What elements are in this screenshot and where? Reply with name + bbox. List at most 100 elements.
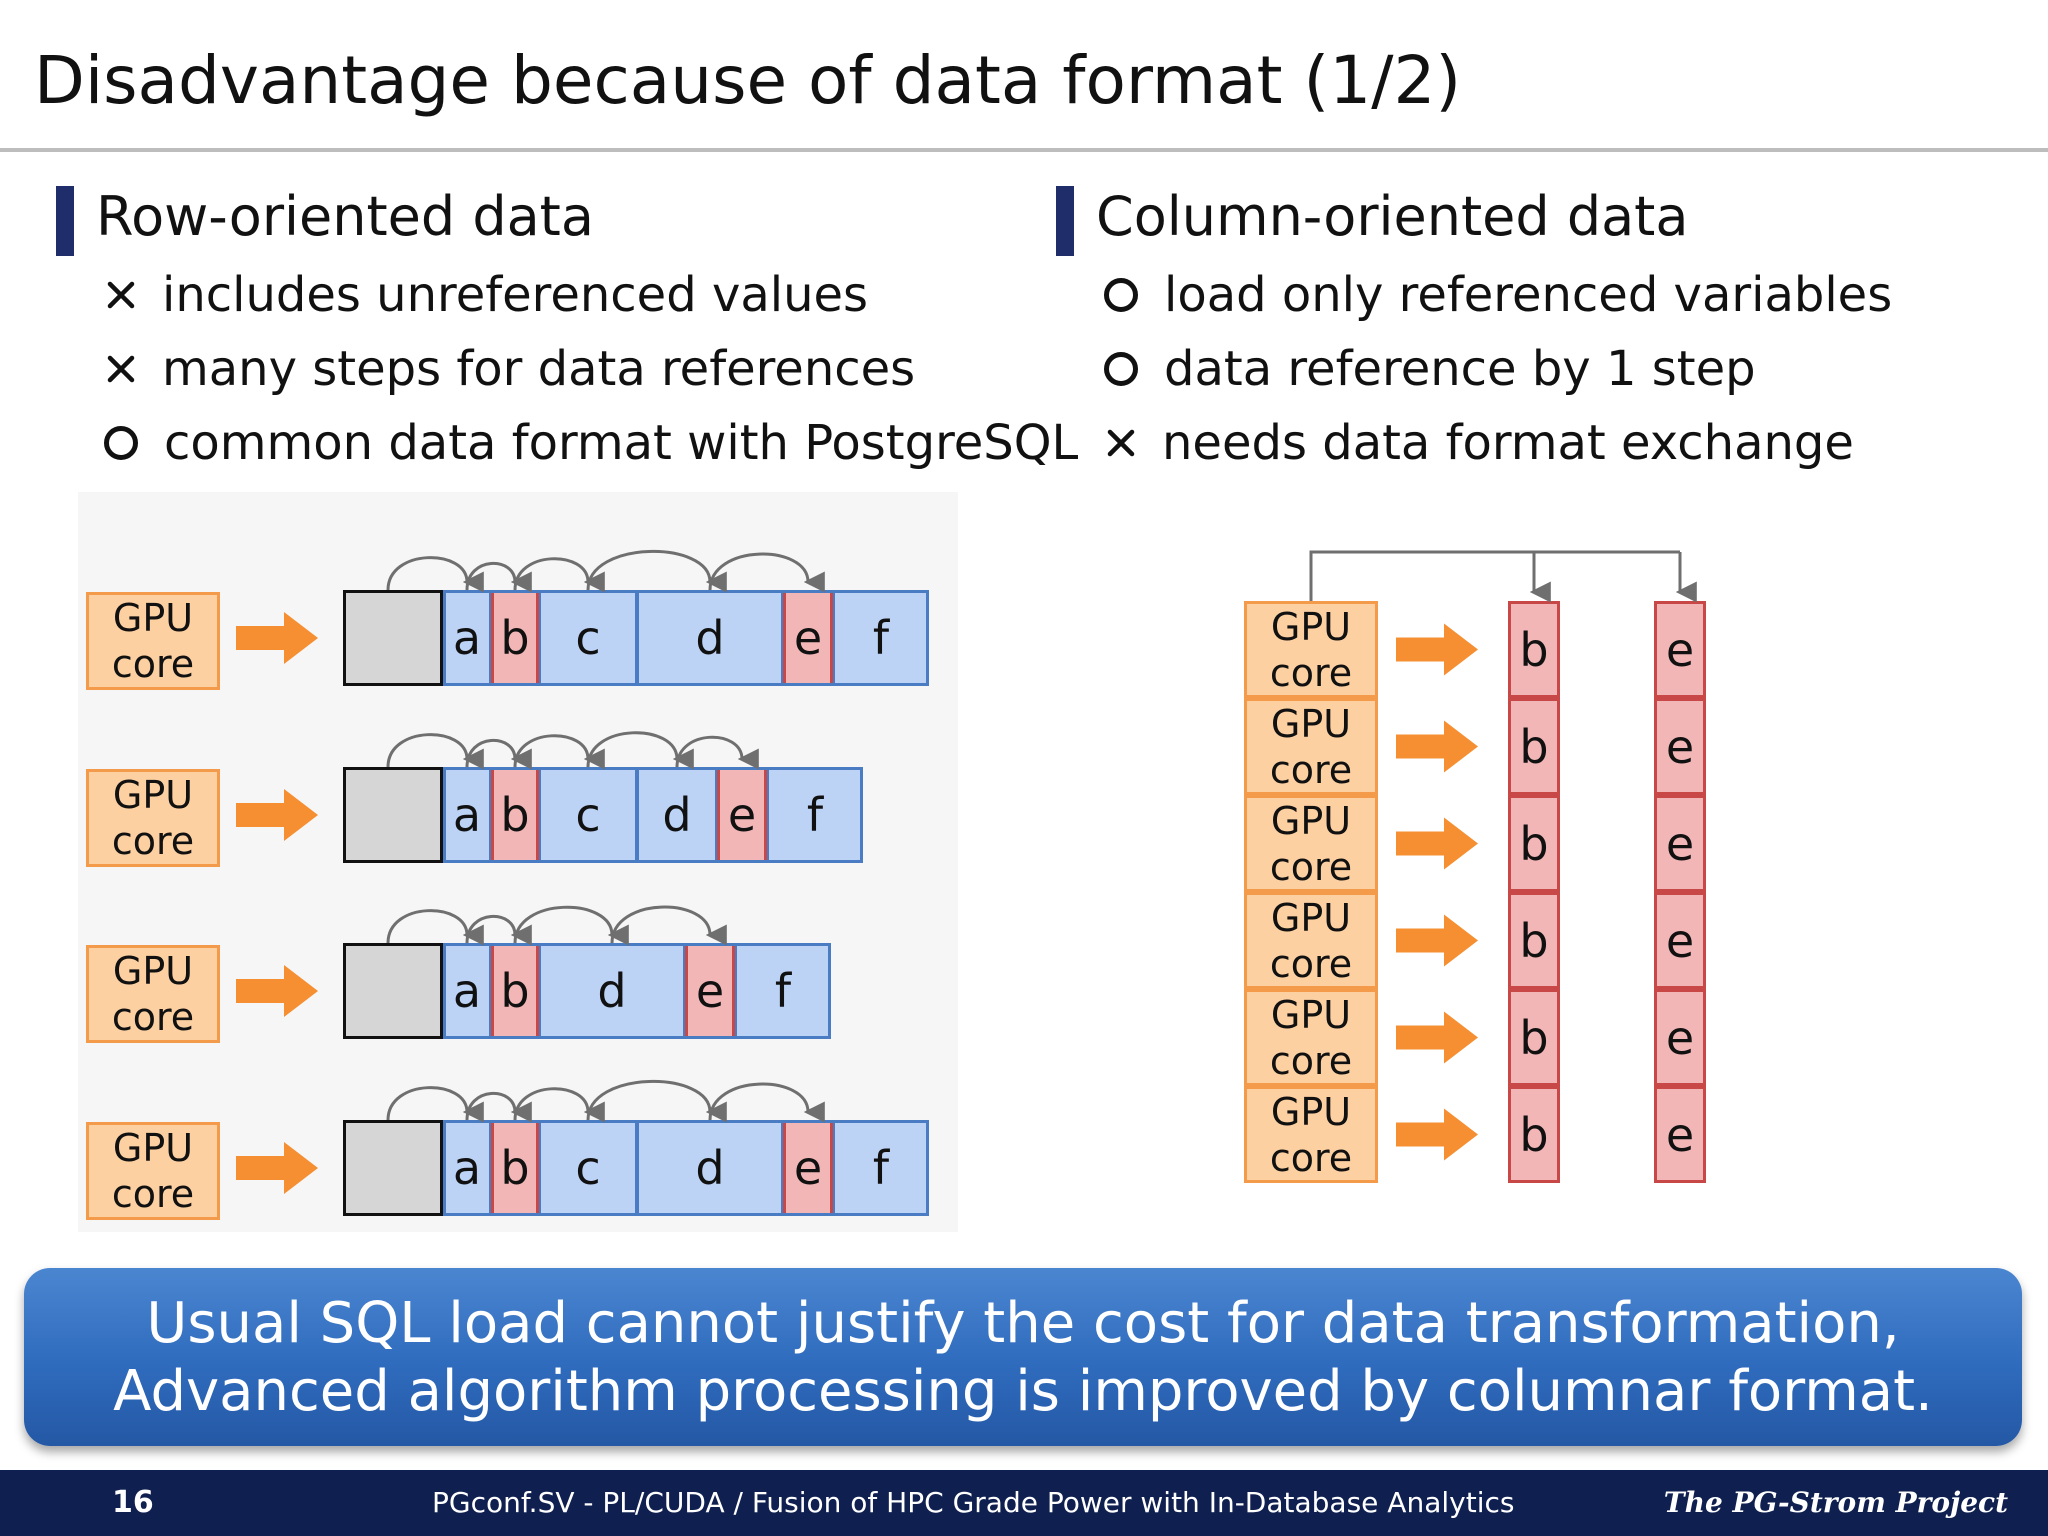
circle-mark-icon (1104, 278, 1138, 312)
left-bullet-1: includes unreferenced values (106, 260, 868, 330)
column-cell-b: b (1508, 892, 1560, 989)
circle-mark-icon (1104, 352, 1138, 386)
data-cell-e: e (685, 943, 735, 1039)
title-divider (0, 148, 2048, 152)
data-cell-a: a (443, 590, 491, 686)
tuple-header (343, 767, 443, 863)
right-arrow-icon (1396, 817, 1478, 870)
gpu-label-line-2: core (1269, 1038, 1353, 1083)
left-bullet-3: common data format with PostgreSQL (104, 408, 1078, 478)
gpu-label-line-1: GPU (112, 949, 194, 993)
data-cell-d: d (637, 590, 783, 686)
right-bullet-1: load only referenced variables (1104, 260, 1892, 330)
right-heading: Column-oriented data (1096, 185, 1689, 248)
column-cell-b: b (1508, 1086, 1560, 1183)
gpu-label-line-2: core (111, 1172, 195, 1216)
bullet-text: many steps for data references (162, 341, 916, 397)
tuple-header (343, 1120, 443, 1216)
data-cell-b: b (491, 943, 539, 1039)
footer-brand-logo: The PG-Strom Project (1663, 1486, 2008, 1519)
banner-line-2: Advanced algorithm processing is improve… (113, 1359, 1933, 1424)
gpu-label-line-2: core (1269, 941, 1353, 986)
gpu-label-line-1: GPU (1270, 701, 1352, 746)
right-arrow-icon (1396, 914, 1478, 967)
column-cell-e: e (1654, 698, 1706, 795)
footer-conference: PGconf.SV - PL/CUDA / Fusion of HPC Grad… (432, 1486, 1515, 1519)
left-heading: Row-oriented data (96, 185, 594, 248)
column-cell-e: e (1654, 1086, 1706, 1183)
right-arrow-icon (1396, 1011, 1478, 1064)
data-cell-f: f (767, 767, 863, 863)
gpu-label-line-1: GPU (1270, 604, 1352, 649)
gpu-label-line-1: GPU (1270, 992, 1352, 1037)
data-cell-f: f (735, 943, 831, 1039)
cross-mark-icon (106, 354, 136, 384)
data-cell-a: a (443, 1120, 491, 1216)
data-cell-a: a (443, 767, 491, 863)
data-cell-f: f (833, 1120, 929, 1216)
bullet-text: data reference by 1 step (1164, 341, 1756, 397)
left-heading-bar (56, 186, 74, 256)
data-cell-b: b (491, 767, 539, 863)
right-arrow-icon (1396, 720, 1478, 773)
column-cell-e: e (1654, 601, 1706, 698)
right-bullet-2: data reference by 1 step (1104, 334, 1756, 404)
column-cell-b: b (1508, 698, 1560, 795)
column-cell-b: b (1508, 601, 1560, 698)
page-number: 16 (112, 1485, 154, 1520)
column-reference-arrow (1309, 550, 1680, 601)
cross-mark-icon (106, 280, 136, 310)
gpu-label-line-2: core (1269, 844, 1353, 889)
gpu-label-line-2: core (1269, 650, 1353, 695)
bullet-text: needs data format exchange (1162, 415, 1854, 471)
data-cell-e: e (783, 590, 833, 686)
data-cell-a: a (443, 943, 491, 1039)
data-cell-f: f (833, 590, 929, 686)
gpu-label-line-1: GPU (1270, 1089, 1352, 1134)
data-cell-c: c (539, 767, 637, 863)
data-cell-e: e (717, 767, 767, 863)
cross-mark-icon (1106, 428, 1136, 458)
column-cell-b: b (1508, 989, 1560, 1086)
bullet-text: includes unreferenced values (162, 267, 869, 323)
bullet-text: load only referenced variables (1164, 267, 1893, 323)
column-cell-e: e (1654, 892, 1706, 989)
gpu-label-line-1: GPU (112, 596, 194, 640)
data-cell-d: d (637, 767, 717, 863)
gpu-label-line-2: core (111, 995, 195, 1039)
column-cell-e: e (1654, 795, 1706, 892)
right-heading-bar (1056, 186, 1074, 256)
page-title: Disadvantage because of data format (1/2… (34, 42, 1462, 119)
footer-bar: 16 PGconf.SV - PL/CUDA / Fusion of HPC G… (0, 1470, 2048, 1536)
tuple-header (343, 590, 443, 686)
right-bullet-3: needs data format exchange (1106, 408, 1854, 478)
right-arrow-icon (1396, 1108, 1478, 1161)
bullet-text: common data format with PostgreSQL (164, 415, 1079, 471)
data-cell-b: b (491, 1120, 539, 1216)
gpu-label-line-1: GPU (112, 773, 194, 817)
data-cell-e: e (783, 1120, 833, 1216)
data-cell-d: d (539, 943, 685, 1039)
tuple-header (343, 943, 443, 1039)
gpu-label-line-1: GPU (1270, 895, 1352, 940)
gpu-label-line-2: core (1269, 747, 1353, 792)
column-cell-e: e (1654, 989, 1706, 1086)
column-cell-b: b (1508, 795, 1560, 892)
right-arrow-icon (1396, 623, 1478, 676)
gpu-label-line-1: GPU (112, 1126, 194, 1170)
data-cell-b: b (491, 590, 539, 686)
data-cell-d: d (637, 1120, 783, 1216)
data-cell-c: c (539, 590, 637, 686)
left-bullet-2: many steps for data references (106, 334, 915, 404)
gpu-label-line-1: GPU (1270, 798, 1352, 843)
gpu-label-line-2: core (111, 819, 195, 863)
